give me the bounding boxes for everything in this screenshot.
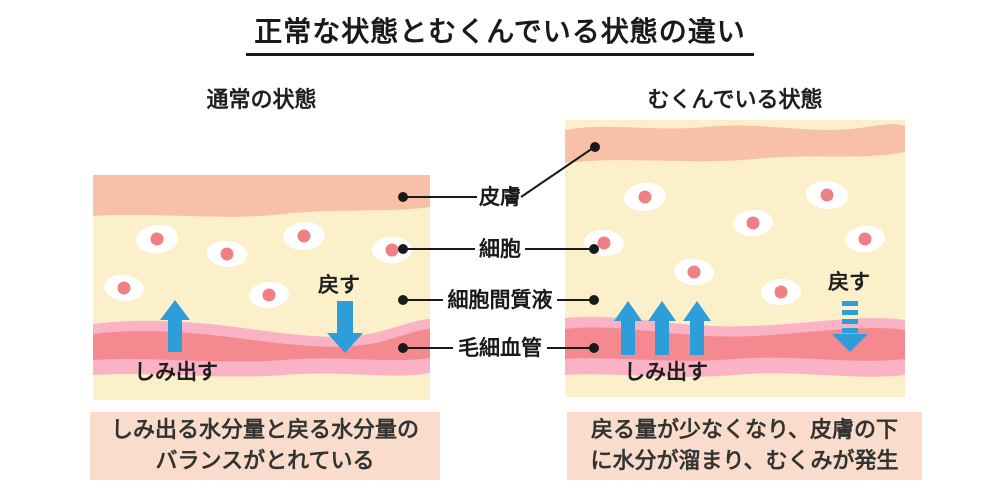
caption-line: しみ出る水分量と戻る水分量の [110, 417, 419, 443]
cell [136, 224, 178, 254]
cell [761, 278, 801, 306]
seep-out-label: しみ出す [134, 360, 218, 384]
skin-layer [565, 124, 905, 163]
cell [845, 225, 885, 253]
connector-dot [589, 343, 599, 353]
swollen-state-subtitle: むくんでいる状態 [647, 88, 823, 113]
swollen-state-diagram: しみ出す 戻す [565, 120, 905, 397]
seep-up-arrow-icon [614, 301, 642, 355]
cell [624, 182, 666, 212]
caption-line: バランスがとれている [155, 449, 375, 474]
connector-dot [589, 295, 599, 305]
swollen-state-tissue-illustration [565, 120, 905, 397]
cell [372, 237, 412, 263]
caption-line: 戻る量が少なくなり、皮膚の下 [590, 417, 899, 443]
legend-label-capillary: 毛細血管 [458, 336, 542, 360]
cell [733, 209, 773, 237]
cell [207, 240, 247, 268]
seep-out-label: しみ出す [624, 360, 708, 384]
return-down-arrow-icon [327, 301, 363, 353]
return-label: 戻す [318, 273, 360, 297]
return-dashed-down-arrow-icon [832, 301, 868, 352]
connector-dot [590, 142, 600, 152]
normal-state-caption: しみ出る水分量と戻る水分量の バランスがとれている [90, 412, 440, 480]
capillary-inner-layer [565, 327, 905, 361]
page-title: 正常な状態とむくんでいる状態の違い [246, 10, 754, 56]
cell [249, 281, 289, 309]
connector-dot [398, 192, 408, 202]
caption-line: に水分が溜まり、むくみが発生 [590, 449, 899, 474]
cell [104, 274, 144, 302]
connector-dot [398, 343, 408, 353]
return-label: 戻す [828, 270, 870, 294]
seep-up-arrow-icon [160, 300, 190, 352]
swollen-state-caption: 戻る量が少なくなり、皮膚の下 に水分が溜まり、むくみが発生 [567, 412, 922, 480]
legend-connector-lines [398, 142, 600, 353]
legend-label-cell: 細胞 [479, 237, 521, 261]
legend-label-interstitial-fluid: 細胞間質液 [447, 288, 553, 312]
cell [806, 180, 848, 210]
cell [674, 258, 714, 286]
seep-up-arrow-icon [683, 301, 711, 355]
seep-up-arrow-icon [648, 301, 676, 355]
connector-dot [398, 295, 408, 305]
legend-label-skin: 皮膚 [479, 185, 521, 209]
cell [283, 221, 325, 251]
normal-state-diagram: しみ出す 戻す [93, 175, 430, 400]
skin-layer [93, 175, 430, 217]
connector-dot [398, 244, 408, 254]
normal-state-tissue-illustration [93, 175, 430, 400]
normal-state-subtitle: 通常の状態 [206, 88, 317, 113]
title-wrap: 正常な状態とむくんでいる状態の違い [0, 10, 1000, 56]
connector-dot [589, 244, 599, 254]
